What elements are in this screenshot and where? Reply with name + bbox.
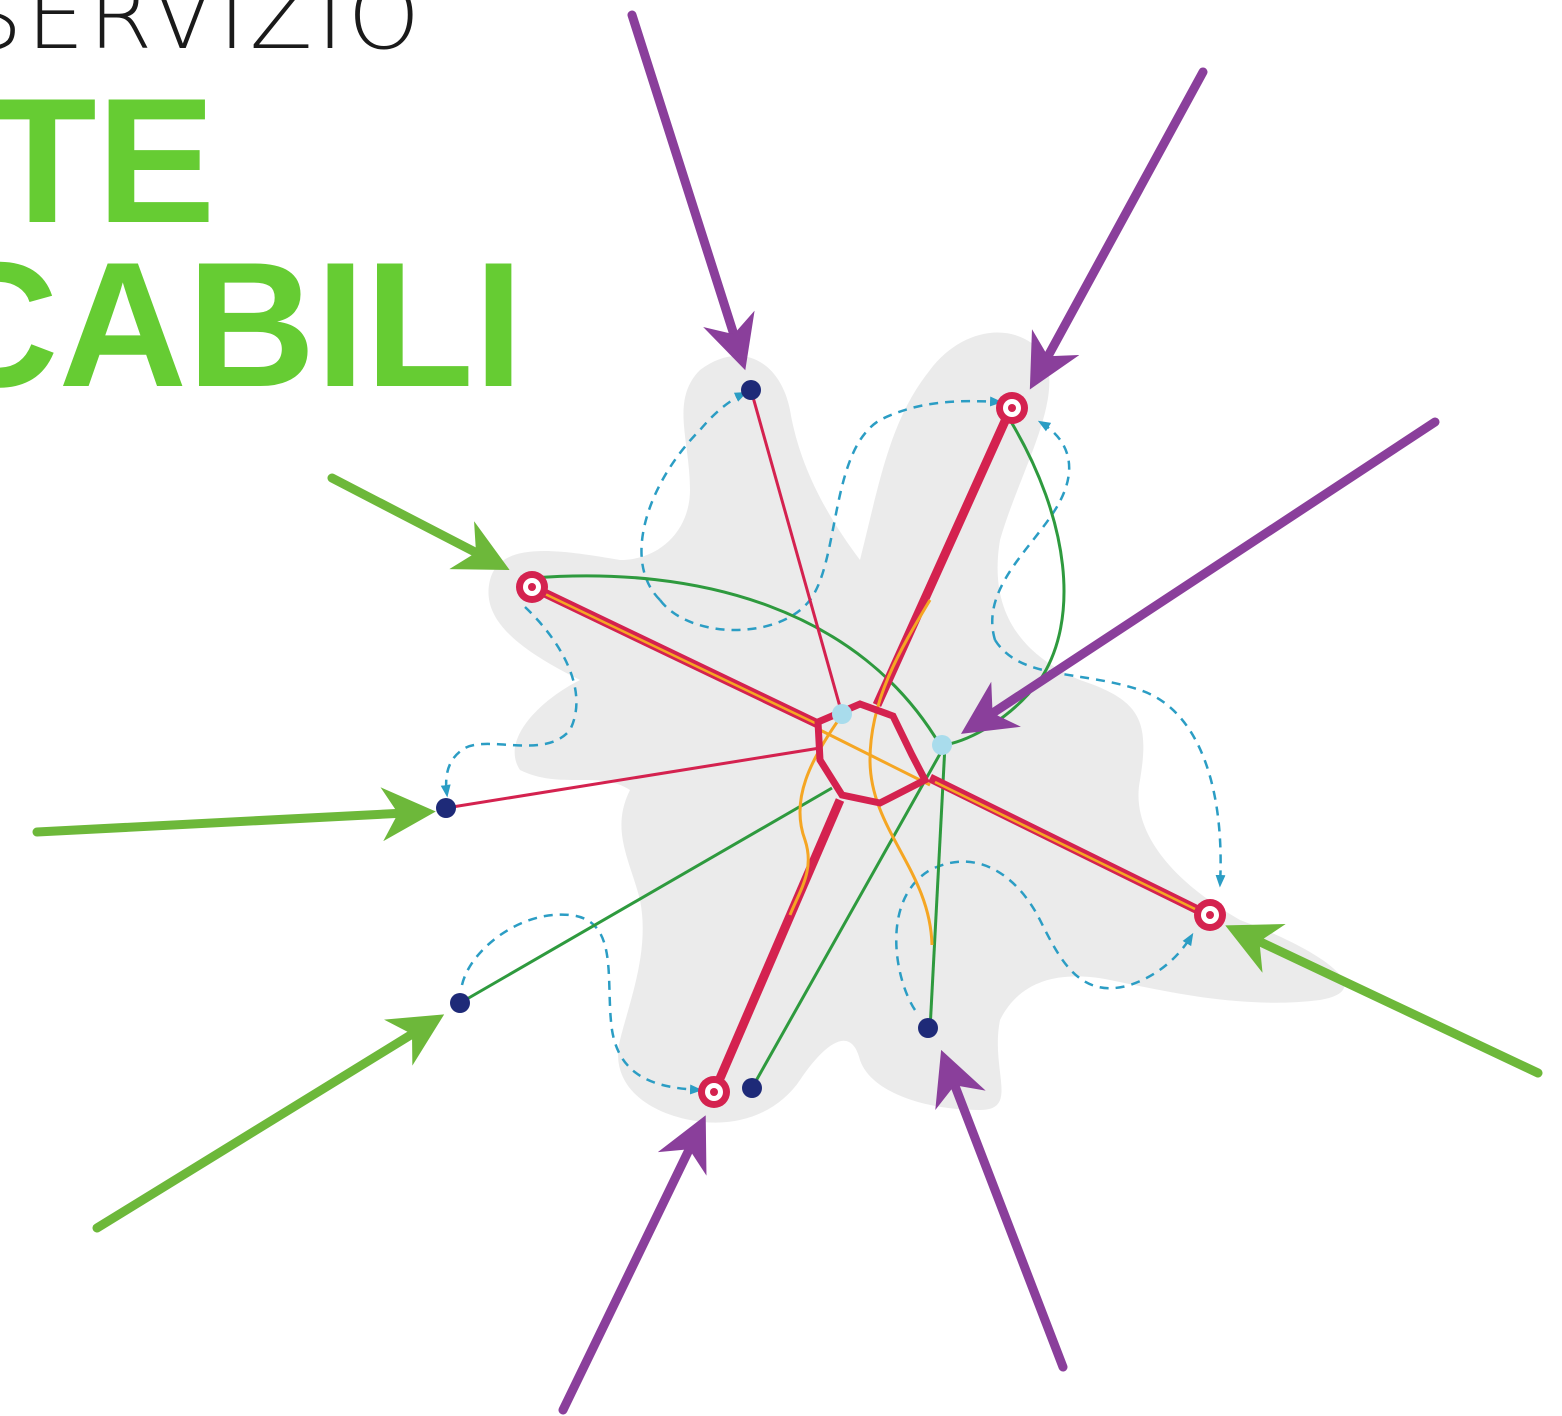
rail-core [934,780,1196,911]
dot-stop-icon [742,1078,762,1098]
transfer-path [993,639,1226,888]
secondary-rail-lines [445,389,844,810]
bus-line [750,744,947,1089]
rail-line-main [710,798,845,1092]
access-arrow-national [960,417,1440,734]
main-rail-lines [530,408,1210,1092]
transfer-path [659,396,1003,632]
interchange-dot-icon [832,704,852,724]
access-arrow-regional [92,1014,445,1233]
transfer-path [991,420,1071,641]
transfer-paths [440,391,1226,1095]
access-arrow-national [935,1049,1068,1372]
title-line-3: CABILI [0,225,523,424]
national-access-arrows [558,10,1440,1415]
urban-area-shape [488,332,1345,1123]
interchange-dot-icon [932,735,952,755]
bus-line [459,786,833,1005]
title-line-1: SERVIZIO [0,0,424,70]
access-arrow-national [627,10,755,371]
access-arrow-national [558,1115,707,1415]
bus-line [928,744,947,1031]
dot-stop-icon [450,993,470,1013]
tram-line [868,599,934,946]
title-line-2: TE [0,61,215,260]
dot-stop-icon [918,1018,938,1038]
access-arrow-national [1029,67,1208,390]
dot-stop-icon [741,380,761,400]
transfer-path [895,860,1194,1011]
target-terminal-icon [516,571,548,603]
access-arrow-regional [327,473,510,570]
transfer-path [460,913,703,1095]
access-arrow-regional [32,787,436,842]
target-terminal-icon [698,1076,730,1108]
bus-line [531,574,942,746]
dot-stop-icon [436,798,456,818]
rail-line-thin [749,389,844,715]
access-arrow-regional [1225,924,1543,1078]
bus-lines [459,419,1066,1089]
target-terminal-icon [1194,899,1226,931]
rail-line-thin [445,746,821,810]
central-hub-octagon [814,700,930,807]
rail-core [544,592,816,725]
transfer-path [640,391,748,601]
target-terminal-icon [996,392,1028,424]
regional-access-arrows [32,473,1543,1233]
